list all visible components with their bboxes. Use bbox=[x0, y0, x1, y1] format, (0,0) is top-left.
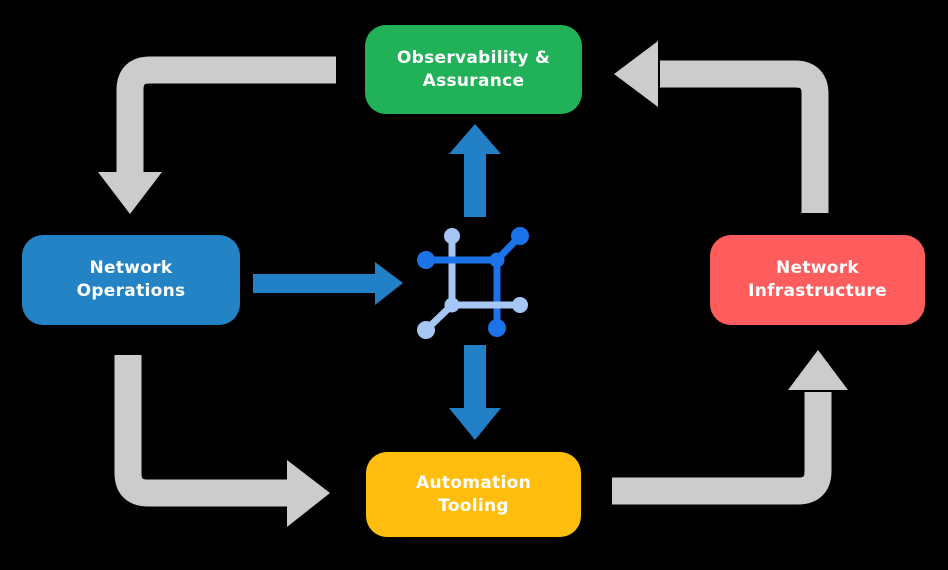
node-label-line2: Infrastructure bbox=[748, 281, 887, 301]
node-label-line1: Observability & bbox=[396, 47, 551, 68]
arrow-operations-to-hub bbox=[253, 262, 403, 305]
arrow-shaft bbox=[464, 152, 486, 217]
mesh-node-top bbox=[444, 228, 460, 244]
arrow-shaft bbox=[612, 392, 832, 505]
mesh-node-bottomleft bbox=[417, 321, 435, 339]
mesh-node-bottom bbox=[488, 319, 506, 337]
arrow-head bbox=[375, 262, 403, 305]
arrow-shaft bbox=[660, 60, 829, 213]
node-network-operations: Network Operations bbox=[22, 235, 240, 325]
arrow-head bbox=[449, 408, 501, 440]
arrow-head bbox=[98, 172, 162, 214]
arrow-head bbox=[449, 124, 501, 154]
arrow-shaft bbox=[114, 355, 289, 507]
mesh-lines bbox=[422, 232, 524, 334]
node-label-line1: Network bbox=[89, 258, 173, 278]
arrow-head bbox=[788, 350, 848, 390]
arrow-shaft bbox=[116, 56, 336, 174]
arrow-head bbox=[287, 460, 330, 527]
node-label-line1: Network bbox=[775, 258, 860, 278]
mesh-corner-bottomleft bbox=[444, 297, 460, 313]
arrow-observability-to-operations bbox=[98, 56, 336, 214]
mesh-node-left bbox=[417, 251, 435, 269]
mesh-node-right bbox=[512, 297, 528, 313]
arrow-shaft bbox=[464, 345, 486, 410]
node-automation-tooling: Automation Tooling bbox=[366, 452, 581, 537]
node-label: Observability & Assurance bbox=[397, 47, 550, 93]
mesh-corner-topright bbox=[489, 252, 505, 268]
node-network-infrastructure: Network Infrastructure bbox=[710, 235, 925, 325]
arrow-head bbox=[614, 41, 658, 107]
node-label-line2: Operations bbox=[76, 281, 186, 301]
mesh-node-topright bbox=[511, 227, 529, 245]
arrow-operations-to-automation bbox=[114, 355, 330, 527]
node-label: Automation Tooling bbox=[416, 472, 531, 518]
arrow-hub-to-automation bbox=[449, 345, 501, 440]
mesh-nodes bbox=[417, 227, 529, 339]
node-label-line1: Automation bbox=[416, 472, 531, 493]
arrow-automation-to-infrastructure bbox=[612, 350, 848, 505]
arrow-hub-to-observability bbox=[449, 124, 501, 217]
node-observability: Observability & Assurance bbox=[365, 25, 582, 114]
node-label: Network Infrastructure bbox=[748, 257, 887, 303]
arrow-shaft bbox=[253, 274, 375, 293]
node-label: Network Operations bbox=[77, 257, 186, 303]
network-mesh-icon bbox=[417, 227, 529, 339]
node-label-line2: Assurance bbox=[422, 70, 525, 91]
arrow-infrastructure-to-observability bbox=[614, 41, 829, 213]
node-label-line2: Tooling bbox=[438, 495, 509, 516]
